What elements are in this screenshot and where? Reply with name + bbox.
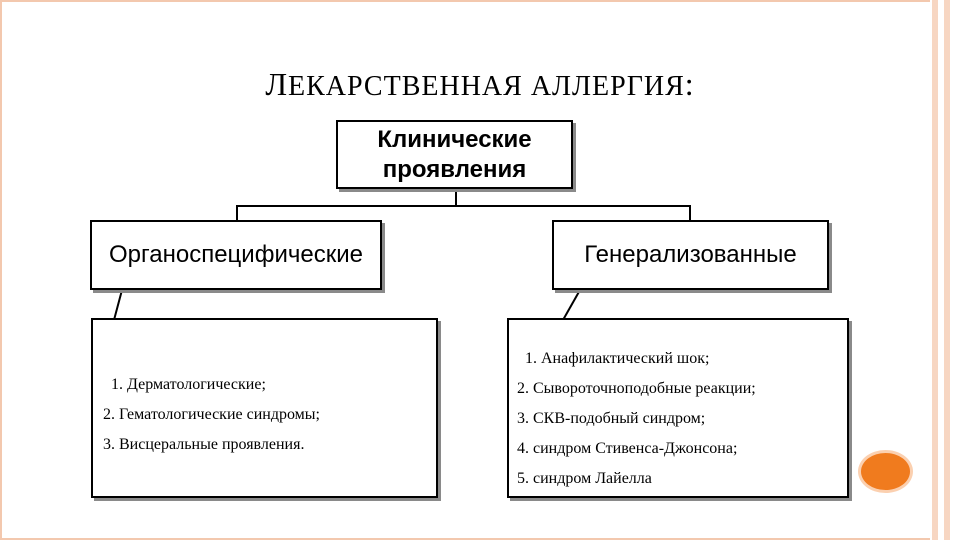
slide-frame (0, 0, 930, 540)
connector-horizontal (236, 205, 691, 207)
left-list-item: 1. Дерматологические; (111, 376, 266, 393)
root-line2: проявления (382, 155, 527, 183)
left-list-item: 3. Висцеральные проявления. (103, 436, 305, 453)
connector-right-down (689, 205, 691, 221)
title-first-letter: Л (265, 66, 289, 102)
root-line1: Клинические (377, 125, 532, 153)
box-generalized: Генерализованные (552, 220, 829, 290)
right-list-item: 2. Сывороточноподобные реакции; (517, 380, 756, 397)
right-list-item: 4. синдром Стивенса-Джонсона; (517, 440, 738, 457)
side-stripe-right (944, 0, 950, 540)
left-list-box: 1. Дерматологические; 2. Гематологически… (91, 318, 438, 498)
right-list-box: 1. Анафилактический шок; 2. Сывороточноп… (507, 318, 849, 498)
generalized-label: Генерализованные (584, 241, 797, 268)
box-organ-specific: Органоспецифические (90, 220, 382, 290)
title-rest: ЕКАРСТВЕННАЯ АЛЛЕРГИЯ (288, 71, 685, 102)
connector-left-down (236, 205, 238, 221)
root-box-clinical-manifestations: Клинические проявления (336, 120, 573, 189)
right-list-item: 1. Анафилактический шок; (525, 350, 710, 367)
connector-root-down (455, 189, 457, 206)
right-list-item: 3. СКВ-подобный синдром; (517, 410, 706, 427)
organ-specific-label: Органоспецифические (109, 241, 363, 268)
orange-circle-decoration (858, 450, 913, 493)
title-colon: : (684, 66, 695, 102)
right-list-item: 5. синдром Лайелла (517, 470, 652, 487)
slide-title: ЛЕКАРСТВЕННАЯ АЛЛЕРГИЯ: (0, 66, 960, 103)
left-list-item: 2. Гематологические синдромы; (103, 406, 320, 423)
side-stripe-left (932, 0, 938, 540)
